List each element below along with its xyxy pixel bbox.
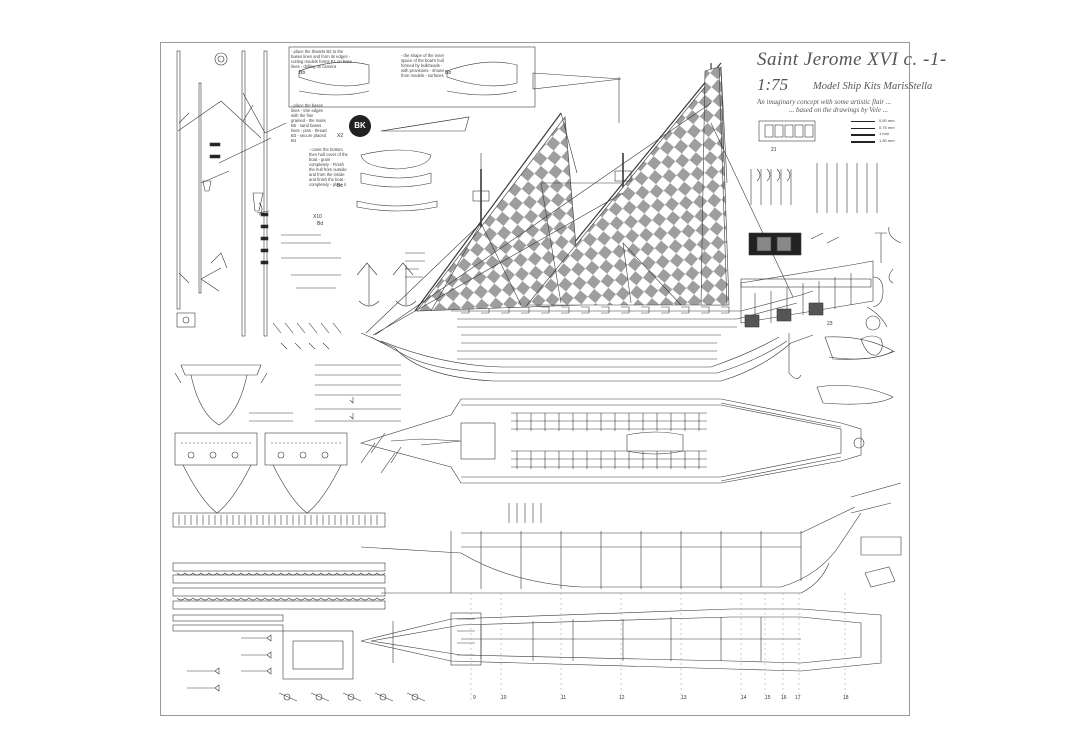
- part-label-bd: Bd: [317, 221, 324, 227]
- assembly-note-4: - cover the bottom then hull cover of th…: [309, 147, 348, 187]
- legend-label: 1 mm: [879, 131, 889, 136]
- station-16: 16: [781, 695, 787, 701]
- part-label-bb: Bb: [299, 70, 306, 76]
- right-details: [748, 120, 902, 588]
- sails: [365, 62, 794, 336]
- part-label-bb-2: Bb: [445, 70, 452, 76]
- mast-details: [176, 50, 287, 337]
- station-15: 15: [765, 695, 771, 701]
- part-label-x2: X2: [337, 133, 344, 139]
- station-11: 11: [561, 695, 567, 701]
- part-label-bc: Bc: [337, 183, 343, 189]
- plan-sheet: Saint Jerome XVI c. -1- 1:75 Model Ship …: [160, 42, 946, 716]
- deck-plan: [359, 398, 865, 484]
- section-views: [174, 364, 348, 514]
- assembly-note-1: - place the thwarts B2 to the bases line…: [291, 49, 352, 69]
- station-14: 14: [741, 695, 747, 701]
- station-13: 13: [681, 695, 687, 701]
- station-12: 12: [619, 695, 625, 701]
- part-label-21: 21: [771, 147, 777, 153]
- part-label-23: 23: [827, 321, 833, 327]
- station-10: 10: [501, 695, 507, 701]
- scale-label: 1:75: [757, 75, 789, 94]
- station-18: 18: [843, 695, 849, 701]
- hull-bottom-plan: [360, 608, 882, 672]
- legend-label: 0,75 mm: [879, 124, 895, 130]
- ship-plan-drawing: [172, 46, 902, 703]
- caption-line-2: ... based on the drawings by Vele ...: [789, 106, 888, 114]
- part-label-x10: X10: [313, 214, 322, 220]
- assembly-note-3: - the shape of the inner space of the bo…: [401, 53, 445, 78]
- station-9: 9: [473, 695, 476, 701]
- station-lines: [470, 593, 846, 703]
- plan-title: Saint Jerome XVI c. -1-: [757, 49, 947, 70]
- legend-label: 0,50 mm: [879, 118, 895, 123]
- station-17: 17: [795, 695, 801, 701]
- gun-details: [187, 630, 426, 702]
- bk-badge: BK: [349, 115, 371, 137]
- rail-strips: [172, 512, 386, 632]
- caption-line-1: An imaginary concept with some artistic …: [757, 98, 892, 106]
- assembly-note-2: - place the bases lines - trim edges wit…: [291, 103, 327, 143]
- legend-label: 1,50 mm: [879, 137, 895, 143]
- profile-keel: [360, 503, 862, 594]
- kit-maker-label: Model Ship Kits MarisStella: [813, 81, 933, 92]
